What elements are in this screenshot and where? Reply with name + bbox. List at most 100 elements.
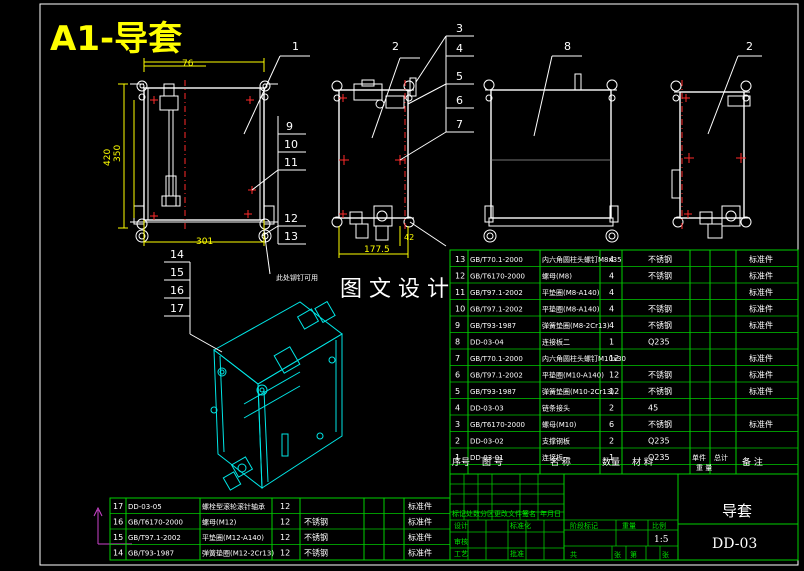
bom-row-mat: 不锈钢 [648, 386, 672, 396]
bom-lower-row-mat: 不锈钢 [304, 517, 328, 527]
sheet-total-label: 共 [570, 550, 577, 559]
balloon-6: 6 [456, 94, 463, 107]
bom-row-name: 弹簧垫圈(M10-2Cr13) [542, 387, 614, 396]
bom-row-qty: 12 [609, 354, 619, 363]
row-label-approve: 批准 [510, 549, 524, 558]
drawing-number: DD-03 [712, 536, 757, 552]
bom-lower-row-no: 17 [113, 502, 123, 511]
side-view [331, 77, 417, 258]
back-view [483, 73, 619, 243]
title-block-grid [450, 474, 564, 560]
bom-lower-row-mat: 不锈钢 [304, 548, 328, 558]
balloon-15: 15 [170, 266, 184, 279]
bom-lower-row-note: 标准件 [408, 517, 432, 527]
bom-lower-row-note: 标准件 [408, 548, 432, 558]
bom-row-name: 内六角圆柱头螺钉M8x35 [542, 255, 622, 264]
sheet-no-unit: 张 [662, 550, 669, 559]
bom-row-mat: 不锈钢 [648, 271, 672, 281]
bom-lower-row-no: 15 [113, 533, 123, 542]
bom-row-note: 标准件 [749, 271, 773, 281]
bom-row-note: 标准件 [749, 254, 773, 264]
rev-label-date: 年月日 [540, 509, 561, 518]
bom-row-no: 11 [455, 288, 465, 297]
bom-lower-row-no: 16 [113, 518, 123, 527]
balloon-1: 1 [292, 40, 299, 53]
balloon-8: 8 [564, 40, 571, 53]
watermark-text: 图 文 设 计 [340, 277, 449, 302]
sheet-no-label: 第 [630, 550, 637, 559]
bom-row-code: DD-03-04 [470, 339, 504, 347]
bom-row-name: 螺母(M8) [542, 272, 572, 281]
bom-row-note: 标准件 [749, 419, 773, 429]
bom-header-total: 总计 [714, 453, 728, 462]
balloon-4: 4 [456, 42, 463, 55]
title-block-labels: 标记 处数 分区 更改文件号 签名 年月日 设计 标准化 审核 工艺 批准 阶段… [452, 502, 757, 559]
bom-row-qty: 12 [609, 371, 619, 380]
bom-row-mat: Q235 [648, 338, 670, 347]
bom-row-mat: 不锈钢 [648, 419, 672, 429]
dim-side-width: 177.5 [364, 245, 390, 255]
bom-row-no: 4 [455, 404, 460, 413]
bom-row-no: 3 [455, 420, 460, 429]
bom-row-qty: 4 [609, 255, 614, 264]
bom-row-no: 2 [455, 437, 460, 446]
bom-row-name: 螺母(M10) [542, 420, 577, 429]
bom-header-single: 单件 [692, 453, 706, 462]
scale-label: 比例 [652, 521, 666, 530]
bom-row-mat: 不锈钢 [648, 320, 672, 330]
bom-row-mat: 不锈钢 [648, 370, 672, 380]
bom-row-qty: 12 [609, 387, 619, 396]
row-label-design: 设计 [454, 521, 468, 530]
bom-header-name: 名 称 [550, 456, 571, 468]
bom-row-code: GB/T93-1987 [470, 388, 516, 396]
bom-row-name: 平垫圈(M10-A140) [542, 371, 604, 380]
bom-row-note: 标准件 [749, 353, 773, 363]
bom-row-note: 标准件 [749, 304, 773, 314]
stage-label: 阶段标记 [570, 521, 598, 530]
bom-header-code: 图 号 [482, 457, 503, 468]
bom-upper-table [449, 249, 799, 475]
bom-lower-row-code: DD-03-05 [128, 503, 162, 511]
bom-row-qty: 4 [609, 288, 614, 297]
balloon-12: 12 [284, 212, 298, 225]
dim-height-outer: 420 [103, 149, 113, 166]
bom-row-no: 7 [455, 354, 460, 363]
drawing-title: A1-导套 [50, 19, 182, 59]
bom-row-mat: 不锈钢 [648, 254, 672, 264]
bom-row-name: 内六角圆柱头螺钉M10x30 [542, 354, 626, 363]
bom-row-qty: 4 [609, 305, 614, 314]
rev-label-sign: 签名 [522, 509, 536, 518]
bom-row-mat: 不锈钢 [648, 304, 672, 314]
part-name: 导套 [722, 502, 752, 520]
row-label-standard: 标准化 [510, 521, 531, 530]
bom-row-no: 10 [455, 305, 465, 314]
bom-row-mat: Q235 [648, 437, 670, 446]
dim-bottom-width: 301 [196, 237, 213, 247]
row-label-review: 审核 [454, 537, 468, 546]
front-view [118, 58, 278, 246]
right-view [670, 80, 752, 239]
row-label-process: 工艺 [454, 550, 468, 558]
bom-row-name: 连接板一 [542, 453, 570, 462]
bom-row-code: DD-03-01 [470, 454, 504, 462]
balloon-14: 14 [170, 248, 184, 261]
rev-label-count: 处数 [466, 509, 480, 518]
dim-side-offset: 42 [404, 233, 414, 242]
rev-label-doc: 更改文件号 [494, 509, 529, 518]
bom-lower-row-no: 14 [113, 549, 123, 558]
bom-lower-row-mat: 不锈钢 [304, 532, 328, 542]
bom-row-qty: 4 [609, 321, 614, 330]
bom-row-name: 平垫圈(M8-A140) [542, 305, 600, 314]
bom-upper-header: 序号 图 号 名 称 数量 材 料 单件 总计 重 量 备 注 [452, 453, 763, 472]
bom-row-mat: 45 [648, 404, 658, 413]
bom-row-code: GB/T6170-2000 [470, 273, 525, 281]
bom-lower-row-name: 平垫圈(M12-A140) [202, 533, 264, 542]
bom-row-qty: 2 [609, 437, 614, 446]
bom-lower-row-qty: 12 [280, 549, 290, 558]
bom-lower-row-code: GB/T93-1987 [128, 550, 174, 558]
bom-row-no: 6 [455, 371, 460, 380]
bom-row-code: GB/T6170-2000 [470, 421, 525, 429]
